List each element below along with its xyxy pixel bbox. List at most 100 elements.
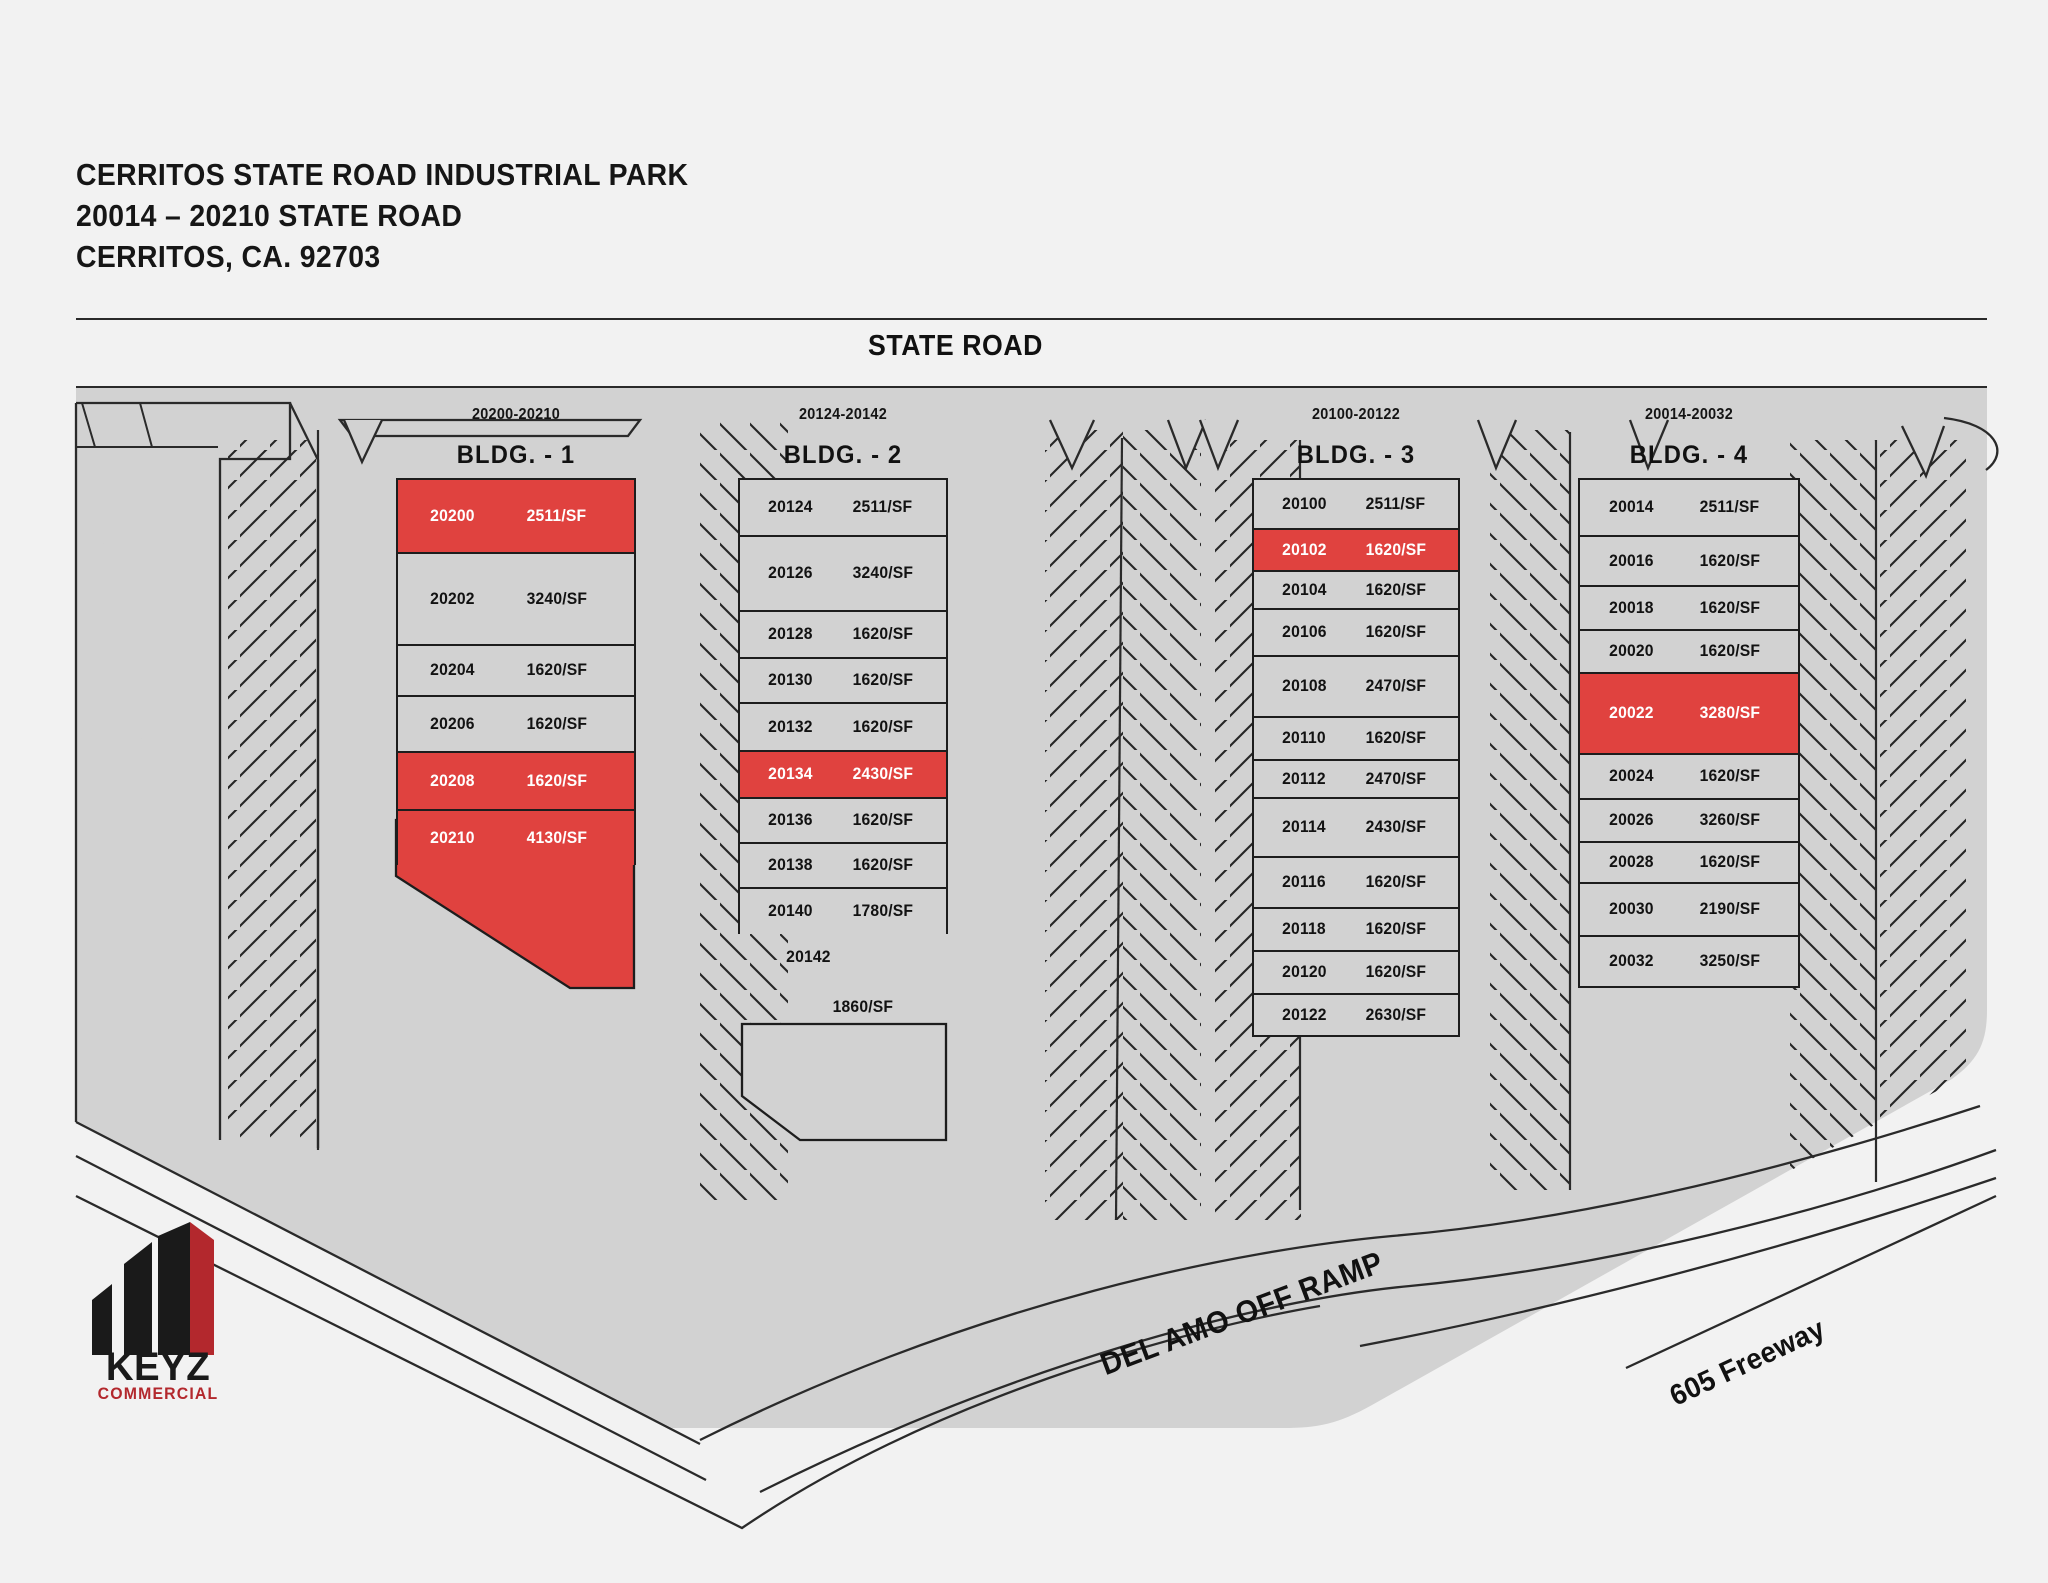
state-road-label: STATE ROAD xyxy=(867,330,1043,362)
unit-20138[interactable]: 20138 1620/SF xyxy=(738,842,948,887)
unit-sqft: 2511/SF xyxy=(527,506,587,525)
unit-sqft: 3280/SF xyxy=(1699,704,1760,722)
unit-20132[interactable]: 20132 1620/SF xyxy=(738,702,948,750)
unit-number: 20112 xyxy=(1281,769,1326,788)
unit-20018[interactable]: 20018 1620/SF xyxy=(1578,585,1800,629)
building-1-address-range: 20200-20210 xyxy=(471,406,561,423)
unit-number: 20102 xyxy=(1281,540,1327,559)
unit-20204[interactable]: 20204 1620/SF xyxy=(396,644,636,695)
unit-20126[interactable]: 20126 3240/SF xyxy=(738,535,948,610)
keyz-commercial-logo[interactable]: KEYZ COMMERCIAL xyxy=(78,1222,238,1414)
state-road-divider xyxy=(76,386,1987,388)
unit-20024[interactable]: 20024 1620/SF xyxy=(1578,753,1800,798)
unit-20130[interactable]: 20130 1620/SF xyxy=(738,657,948,702)
unit-number: 20026 xyxy=(1609,811,1655,829)
unit-20118[interactable]: 20118 1620/SF xyxy=(1252,907,1460,950)
unit-number: 20114 xyxy=(1281,818,1326,836)
unit-sqft: 2430/SF xyxy=(1365,818,1427,836)
building-4-address-range: 20014-20032 xyxy=(1644,406,1734,423)
unit-number: 20028 xyxy=(1609,853,1655,871)
unit-20128[interactable]: 20128 1620/SF xyxy=(738,610,948,657)
unit-sqft: 2511/SF xyxy=(1699,498,1760,516)
unit-number: 20124 xyxy=(767,498,813,516)
unit-20102[interactable]: 20102 1620/SF xyxy=(1252,528,1460,570)
unit-20114[interactable]: 20114 2430/SF xyxy=(1252,797,1460,856)
unit-sqft: 1620/SF xyxy=(1365,873,1427,891)
unit-20026[interactable]: 20026 3260/SF xyxy=(1578,798,1800,841)
unit-number: 20204 xyxy=(429,661,475,679)
unit-20208[interactable]: 20208 1620/SF xyxy=(396,751,636,809)
unit-sqft: 1620/SF xyxy=(1699,853,1760,871)
bldg2-angled-pad xyxy=(740,1022,948,1142)
unit-number: 20208 xyxy=(429,771,475,790)
unit-20120[interactable]: 20120 1620/SF xyxy=(1252,950,1460,993)
unit-20106[interactable]: 20106 1620/SF xyxy=(1252,608,1460,655)
building-2-title: BLDG. - 2 xyxy=(783,441,903,469)
page-title: CERRITOS STATE ROAD INDUSTRIAL PARK 2001… xyxy=(76,155,1076,278)
unit-number: 20136 xyxy=(767,811,813,829)
unit-20122[interactable]: 20122 2630/SF xyxy=(1252,993,1460,1037)
unit-20142[interactable]: 20142 1860/SF xyxy=(738,934,948,1018)
building-4-units: 20014 2511/SF 20016 1620/SF 20018 1620/S… xyxy=(1578,478,1800,988)
unit-sqft: 4130/SF xyxy=(527,828,588,847)
unit-20124[interactable]: 20124 2511/SF xyxy=(738,478,948,535)
unit-sqft: 1620/SF xyxy=(852,625,914,643)
unit-20028[interactable]: 20028 1620/SF xyxy=(1578,841,1800,882)
unit-20016[interactable]: 20016 1620/SF xyxy=(1578,535,1800,585)
unit-20206[interactable]: 20206 1620/SF xyxy=(396,695,636,751)
unit-20108[interactable]: 20108 2470/SF xyxy=(1252,655,1460,716)
unit-20022[interactable]: 20022 3280/SF xyxy=(1578,672,1800,753)
unit-sqft: 1620/SF xyxy=(1365,963,1427,981)
unit-number: 20134 xyxy=(767,765,813,783)
title-line-3: CERRITOS, CA. 92703 xyxy=(76,239,381,274)
unit-number: 20126 xyxy=(767,564,813,582)
unit-20020[interactable]: 20020 1620/SF xyxy=(1578,629,1800,672)
building-3-address-range: 20100-20122 xyxy=(1311,406,1401,423)
unit-sqft: 2470/SF xyxy=(1365,769,1427,788)
building-1-units: 20200 2511/SF 20202 3240/SF 20204 1620/S… xyxy=(396,478,636,865)
unit-20100[interactable]: 20100 2511/SF xyxy=(1252,478,1460,528)
building-2-units: 20124 2511/SF 20126 3240/SF 20128 1620/S… xyxy=(738,478,948,1018)
unit-number: 20108 xyxy=(1281,677,1327,695)
driveway-entries xyxy=(337,418,1946,479)
unit-20112[interactable]: 20112 2470/SF xyxy=(1252,759,1460,797)
unit-20200[interactable]: 20200 2511/SF xyxy=(396,478,636,552)
unit-20110[interactable]: 20110 1620/SF xyxy=(1252,716,1460,759)
building-1-title: BLDG. - 1 xyxy=(456,441,576,469)
unit-20116[interactable]: 20116 1620/SF xyxy=(1252,856,1460,907)
unit-number: 20104 xyxy=(1281,580,1327,599)
unit-20136[interactable]: 20136 1620/SF xyxy=(738,797,948,842)
unit-sqft: 1620/SF xyxy=(1699,551,1760,570)
unit-20202[interactable]: 20202 3240/SF xyxy=(396,552,636,644)
unit-number: 20030 xyxy=(1609,900,1655,918)
unit-20104[interactable]: 20104 1620/SF xyxy=(1252,570,1460,608)
unit-number: 20024 xyxy=(1609,767,1655,785)
unit-20014[interactable]: 20014 2511/SF xyxy=(1578,478,1800,535)
building-3-title: BLDG. - 3 xyxy=(1296,441,1416,469)
unit-sqft: 2511/SF xyxy=(1365,494,1426,513)
unit-sqft: 1620/SF xyxy=(852,671,914,689)
unit-20032[interactable]: 20032 3250/SF xyxy=(1578,935,1800,988)
unit-sqft: 1620/SF xyxy=(852,811,914,829)
unit-sqft: 2630/SF xyxy=(1365,1005,1427,1024)
unit-number: 20202 xyxy=(429,589,475,608)
unit-sqft: 1620/SF xyxy=(527,714,588,733)
unit-sqft: 3260/SF xyxy=(1699,811,1760,829)
unit-20134[interactable]: 20134 2430/SF xyxy=(738,750,948,797)
unit-number: 20206 xyxy=(429,714,475,733)
unit-number: 20140 xyxy=(767,902,813,920)
unit-sqft: 3250/SF xyxy=(1699,952,1760,970)
unit-number: 20106 xyxy=(1281,623,1327,641)
unit-sqft: 2511/SF xyxy=(852,498,913,516)
unit-20140[interactable]: 20140 1780/SF xyxy=(738,887,948,934)
unit-sqft: 1620/SF xyxy=(527,661,588,679)
unit-number: 20128 xyxy=(767,625,813,643)
unit-20030[interactable]: 20030 2190/SF xyxy=(1578,882,1800,935)
unit-sqft: 1620/SF xyxy=(1699,598,1760,617)
unit-number: 20122 xyxy=(1281,1005,1327,1024)
unit-number: 20018 xyxy=(1609,598,1655,617)
unit-sqft: 3240/SF xyxy=(527,589,588,608)
unit-sqft: 1620/SF xyxy=(1365,540,1427,559)
unit-20210[interactable]: 20210 4130/SF xyxy=(396,809,636,865)
